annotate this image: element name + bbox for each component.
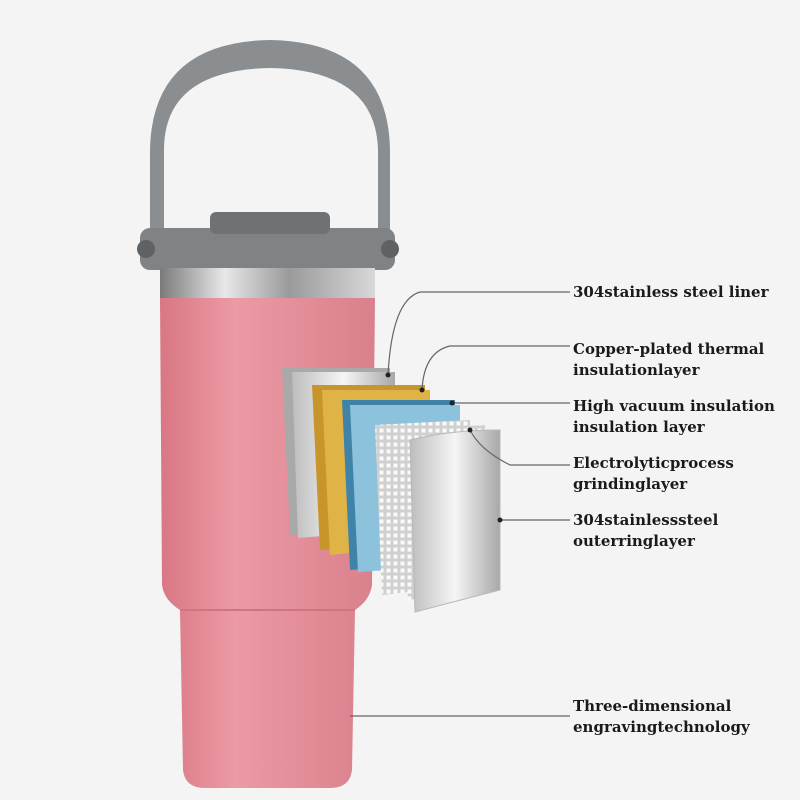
- handle: [150, 40, 390, 235]
- label-line: Electrolyticprocess: [573, 454, 734, 472]
- lid: [140, 228, 395, 270]
- label-line: Copper-plated thermal: [573, 340, 765, 358]
- label-grinding-layer: Electrolyticprocess grindinglayer: [573, 453, 734, 495]
- label-line: insulation layer: [573, 418, 705, 436]
- label-line: grindinglayer: [573, 475, 688, 493]
- label-line: engravingtechnology: [573, 718, 750, 736]
- insulation-layers: [282, 368, 501, 613]
- label-outer-ring-layer: 304stainlesssteel outerringlayer: [573, 510, 718, 552]
- leader-lines: [350, 291, 570, 717]
- label-line: outerringlayer: [573, 532, 695, 550]
- label-line: High vacuum insulation: [573, 397, 775, 415]
- steel-rim: [160, 268, 375, 300]
- label-steel-liner: 304stainless steel liner: [573, 282, 769, 303]
- label-vacuum-layer: High vacuum insulation insulation layer: [573, 396, 775, 438]
- label-copper-layer: Copper-plated thermal insulationlayer: [573, 339, 764, 381]
- label-line: 304stainlesssteel: [573, 511, 719, 529]
- label-engraving: Three-dimensional engravingtechnology: [573, 696, 750, 738]
- label-line: Three-dimensional: [573, 697, 732, 715]
- label-line: insulationlayer: [573, 361, 700, 379]
- label-line: 304stainless steel liner: [573, 283, 769, 301]
